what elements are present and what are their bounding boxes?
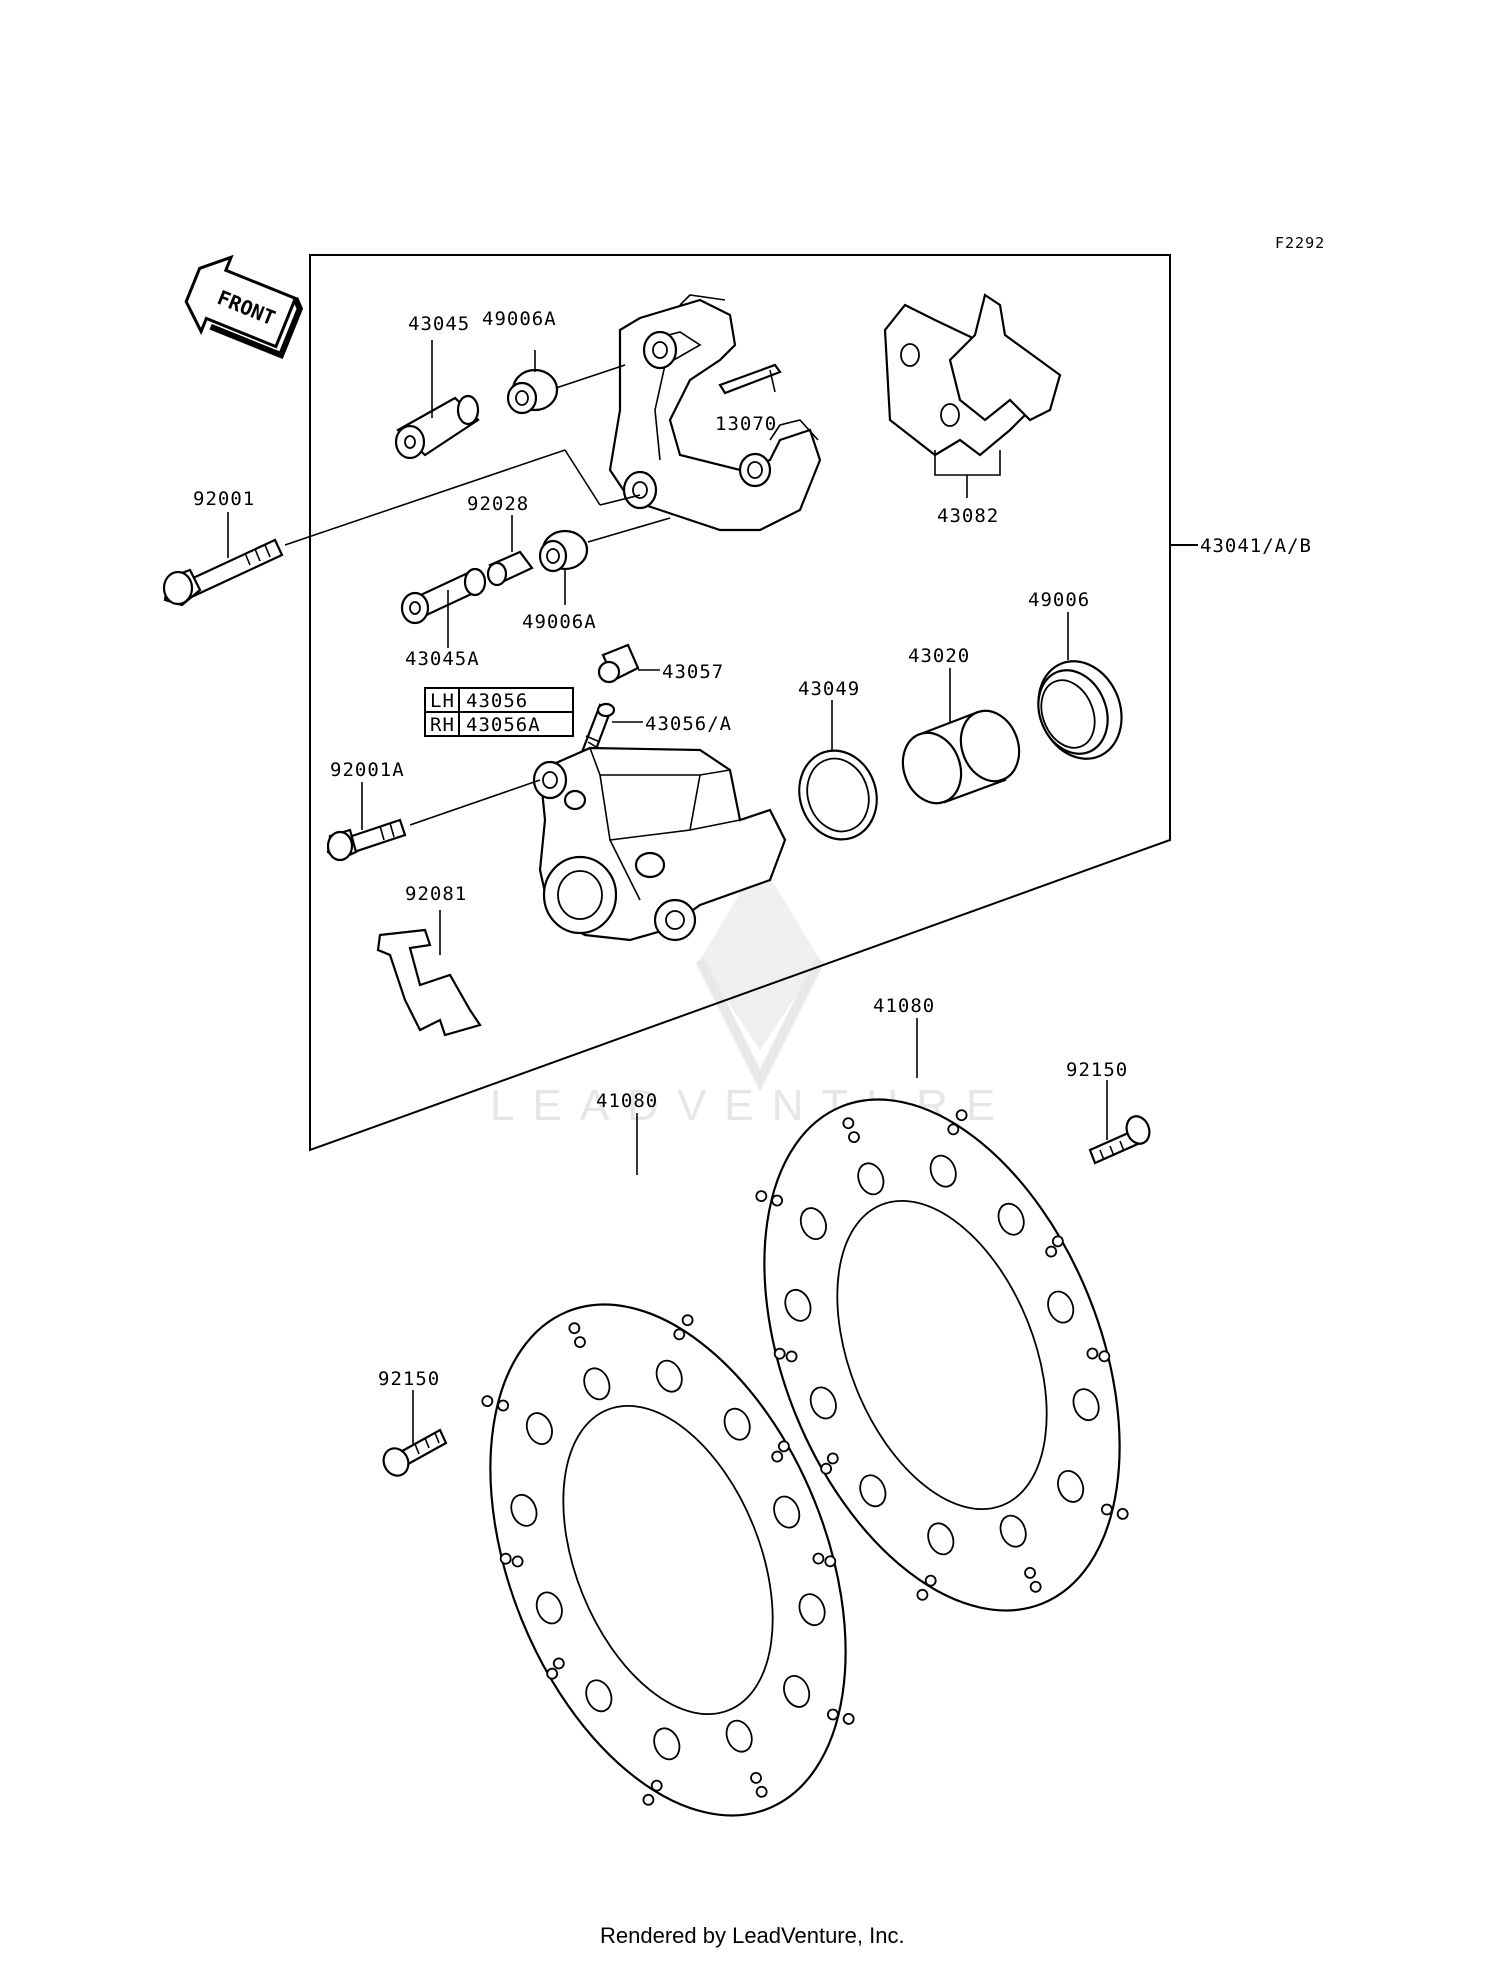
caliper-body (532, 746, 787, 942)
boot-49006A-bottom: 49006A (522, 517, 671, 633)
front-arrow-icon: FRONT (184, 254, 304, 360)
caliper-bracket (608, 294, 822, 532)
cap-43057: 43057 (597, 643, 724, 684)
label-43045: 43045 (408, 313, 470, 335)
label-13070: 13070 (715, 413, 777, 435)
brake-pads-43082: 43082 (883, 293, 1062, 527)
label-41080-left: 41080 (596, 1090, 658, 1112)
label-43056A: 43056/A (645, 713, 732, 735)
label-43020: 43020 (908, 645, 970, 667)
bleeder-43056: 43056/A (580, 702, 732, 762)
retainer-92081: 92081 (376, 883, 482, 1037)
side-rh: RH (430, 714, 455, 736)
sleeve-92028: 92028 (467, 493, 534, 587)
label-43041: 43041/A/B (1200, 535, 1312, 557)
pin-43045: 43045 (394, 313, 480, 460)
label-43057: 43057 (662, 661, 724, 683)
piston-43020: 43020 (901, 645, 1021, 805)
side-lh-part: 43056 (466, 690, 528, 712)
label-92081: 92081 (405, 883, 467, 905)
pad-spring-13070: 13070 (715, 363, 782, 435)
label-49006: 49006 (1028, 589, 1090, 611)
bolt-92001A: 92001A (326, 759, 541, 862)
screw-92150-right: 92150 (1066, 1059, 1151, 1165)
side-table: LH 43056 RH 43056A (424, 687, 574, 737)
label-92150-right: 92150 (1066, 1059, 1128, 1081)
side-lh: LH (430, 690, 455, 712)
label-43045A: 43045A (405, 648, 480, 670)
label-49006A-top: 49006A (482, 308, 557, 330)
label-92001: 92001 (193, 488, 255, 510)
footer-credit: Rendered by LeadVenture, Inc. (600, 1923, 905, 1948)
label-92028: 92028 (467, 493, 529, 515)
brake-disc-right (755, 1098, 1129, 1612)
bolt-92001: 92001 (162, 449, 641, 607)
side-rh-part: 43056A (466, 714, 541, 736)
label-43082: 43082 (937, 505, 999, 527)
pin-43045A: 43045A (400, 567, 487, 670)
brake-disc-left (481, 1303, 855, 1817)
reference-code: F2292 (1275, 234, 1325, 252)
label-92150-left: 92150 (378, 1368, 440, 1390)
label-43049: 43049 (798, 678, 860, 700)
seal-43049: 43049 (798, 678, 878, 841)
label-49006A-bottom: 49006A (522, 611, 597, 633)
boot-49006: 49006 (1028, 589, 1123, 760)
assembly-frame (309, 254, 1171, 1152)
label-92001A: 92001A (330, 759, 405, 781)
disc-right-holes (755, 1109, 1129, 1601)
label-41080-right: 41080 (873, 995, 935, 1017)
screw-92150-left: 92150 (378, 1368, 448, 1477)
disc-left-holes (481, 1314, 855, 1806)
boot-49006A-top: 49006A (482, 308, 626, 415)
